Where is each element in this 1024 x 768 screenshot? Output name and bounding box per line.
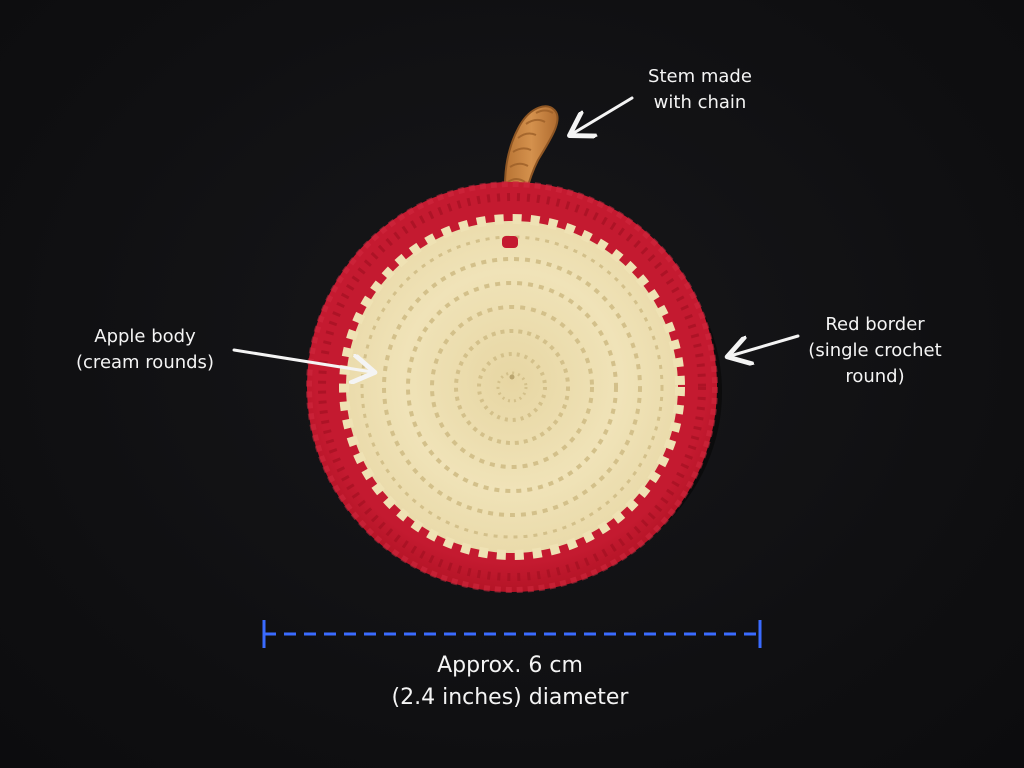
diameter-annotation-line2: (2.4 inches) diameter <box>391 685 629 710</box>
body-annotation-line2: (cream rounds) <box>76 352 214 373</box>
stitch-rounds <box>360 235 664 539</box>
stem-arrow <box>572 96 634 134</box>
border-arrow <box>730 334 800 356</box>
cream-body <box>346 221 678 553</box>
diameter-measure <box>262 620 762 648</box>
stem-annotation-line2: with chain <box>653 92 747 113</box>
diameter-annotation: Approx. 6 cm (2.4 inches) diameter <box>360 650 660 714</box>
stem-annotation-line1: Stem made <box>648 66 752 87</box>
body-annotation-line1: Apple body <box>94 326 196 347</box>
red-border-stitches <box>306 181 718 593</box>
stem-annotation: Stem made with chain <box>620 64 780 116</box>
body-annotation: Apple body (cream rounds) <box>55 324 235 376</box>
border-annotation-line1: Red border <box>825 314 925 335</box>
cream-edge-stitches <box>339 214 685 560</box>
border-annotation-line3: round) <box>845 366 905 387</box>
stem-join-stitch <box>502 236 518 248</box>
border-annotation: Red border (single crochet round) <box>790 312 960 390</box>
magic-ring-center <box>509 374 515 380</box>
diameter-annotation-line1: Approx. 6 cm <box>437 653 583 678</box>
border-annotation-line2: (single crochet <box>808 340 942 361</box>
body-arrow <box>232 348 372 372</box>
